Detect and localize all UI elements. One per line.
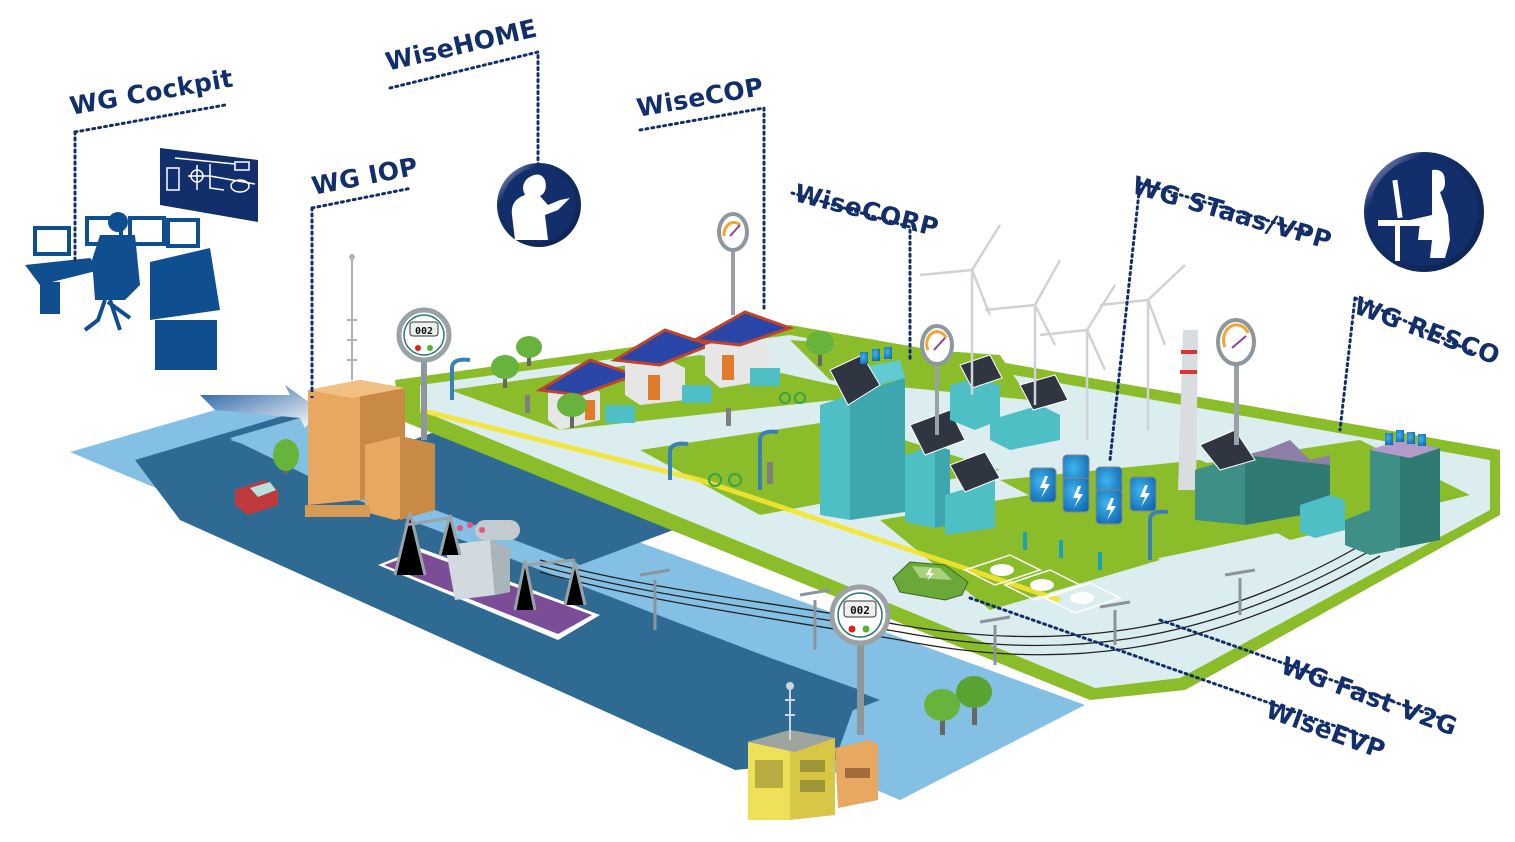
control-room-icon bbox=[25, 212, 220, 370]
power-plant-building bbox=[305, 254, 435, 520]
smart-meter-iop bbox=[396, 307, 452, 440]
ev-parking-spots bbox=[963, 554, 1122, 614]
meter-grid-display: 002 bbox=[850, 604, 870, 617]
substation bbox=[378, 511, 600, 640]
electric-car bbox=[892, 561, 969, 601]
lightning-bolt-icons bbox=[1040, 476, 1150, 520]
chimney bbox=[1178, 330, 1198, 490]
van bbox=[235, 480, 278, 515]
energy-flow-path bbox=[419, 407, 1061, 603]
people-figures bbox=[525, 392, 806, 487]
charging-posts bbox=[1023, 532, 1102, 570]
wind-turbines bbox=[919, 224, 1186, 440]
factory-solar bbox=[1195, 429, 1330, 525]
trees-bottom bbox=[924, 676, 992, 735]
meter-iop-display: 002 bbox=[415, 326, 433, 337]
tree bbox=[273, 439, 299, 474]
ev-parking-car-icons bbox=[990, 564, 1094, 604]
data-flow-arrow-icon bbox=[200, 385, 320, 428]
gauge-industry-icon bbox=[1216, 318, 1256, 445]
street-lamps bbox=[450, 357, 1169, 560]
resco-user-icon bbox=[1364, 152, 1484, 272]
gauge-houses-icon bbox=[717, 212, 749, 315]
home-user-icon bbox=[497, 163, 581, 247]
trees-houses bbox=[491, 331, 834, 428]
smart-meter-grid bbox=[829, 584, 891, 735]
telecom-building bbox=[748, 682, 878, 820]
gauge-corp-icon bbox=[920, 324, 954, 435]
solar-houses bbox=[535, 310, 795, 430]
leader-lines bbox=[73, 50, 1477, 742]
factory-resco bbox=[1300, 430, 1440, 555]
office-towers bbox=[820, 347, 1069, 535]
power-pylons bbox=[639, 568, 1256, 665]
grid-schematic-screen-icon bbox=[160, 148, 258, 222]
